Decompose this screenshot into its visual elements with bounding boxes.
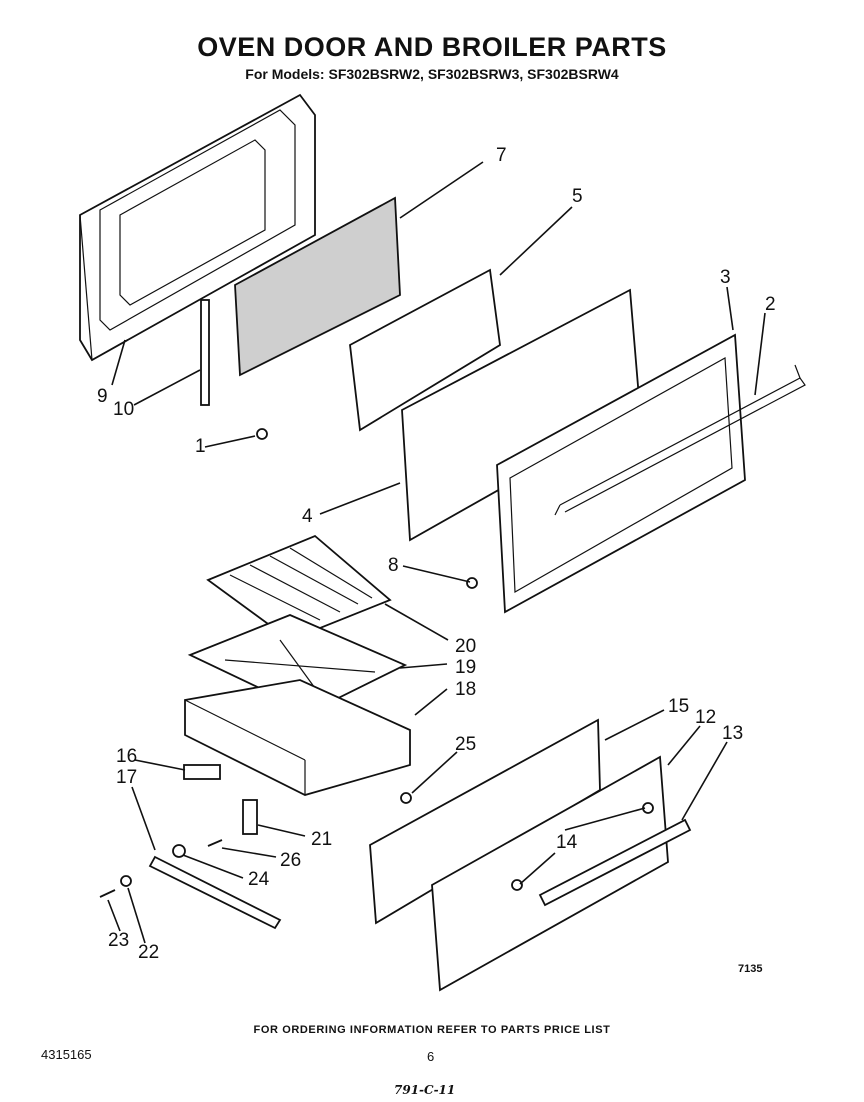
handwritten-note: 791-C-11: [394, 1083, 456, 1097]
bracket-screw: [207, 839, 223, 847]
callout-3: 3: [720, 267, 731, 288]
callout-14: 14: [556, 832, 578, 853]
inner-door-panel: [79, 93, 316, 362]
callout-4: 4: [302, 506, 313, 527]
broiler-grid: [206, 534, 392, 642]
callout-13: 13: [722, 723, 743, 744]
ordering-note: FOR ORDERING INFORMATION REFER TO PARTS …: [253, 1024, 611, 1036]
callout-21: 21: [311, 829, 332, 850]
screw: [256, 428, 268, 440]
broiler-panel-outer: [431, 755, 669, 992]
roller: [172, 844, 186, 858]
callout-8: 8: [388, 555, 399, 576]
page-title: OVEN DOOR AND BROILER PARTS: [197, 32, 667, 62]
broiler-drawer: [184, 679, 411, 796]
callout-2: 2: [765, 294, 776, 315]
panel-clip: [511, 879, 523, 891]
callout-24: 24: [248, 869, 270, 890]
spring: [183, 764, 221, 780]
bracket: [242, 799, 258, 835]
callout-1: 1: [195, 436, 206, 457]
callout-5: 5: [572, 186, 583, 207]
callout-7: 7: [496, 145, 507, 166]
hinge-channel: [200, 299, 210, 406]
model-list: For Models: SF302BSRW2, SF302BSRW3, SF30…: [245, 66, 619, 82]
door-insulation: [234, 196, 401, 377]
drawer-stop: [400, 792, 412, 804]
callout-26: 26: [280, 850, 301, 871]
callout-16: 16: [116, 746, 137, 767]
window-glass-inner: [349, 268, 501, 432]
callout-10: 10: [113, 399, 134, 420]
drawer-slide: [148, 855, 282, 930]
hinge-pin: [466, 577, 478, 589]
page-number: 6: [427, 1049, 435, 1064]
callout-18: 18: [455, 679, 476, 700]
callout-20: 20: [455, 636, 476, 657]
panel-trim: [538, 818, 692, 907]
callout-15: 15: [668, 696, 689, 717]
washer: [120, 875, 132, 887]
callout-23: 23: [108, 930, 129, 951]
callout-25: 25: [455, 734, 476, 755]
outer-door-frame: [496, 333, 746, 614]
document-number: 4315165: [41, 1047, 92, 1062]
figure-number: 7135: [738, 963, 763, 975]
slide-screw: [99, 889, 116, 898]
callout-12: 12: [695, 707, 716, 728]
door-handle: [554, 364, 806, 516]
callout-9: 9: [97, 386, 108, 407]
callout-17: 17: [116, 767, 137, 788]
callout-22: 22: [138, 942, 159, 963]
leader-lines: [107, 161, 766, 944]
callout-19: 19: [455, 657, 476, 678]
